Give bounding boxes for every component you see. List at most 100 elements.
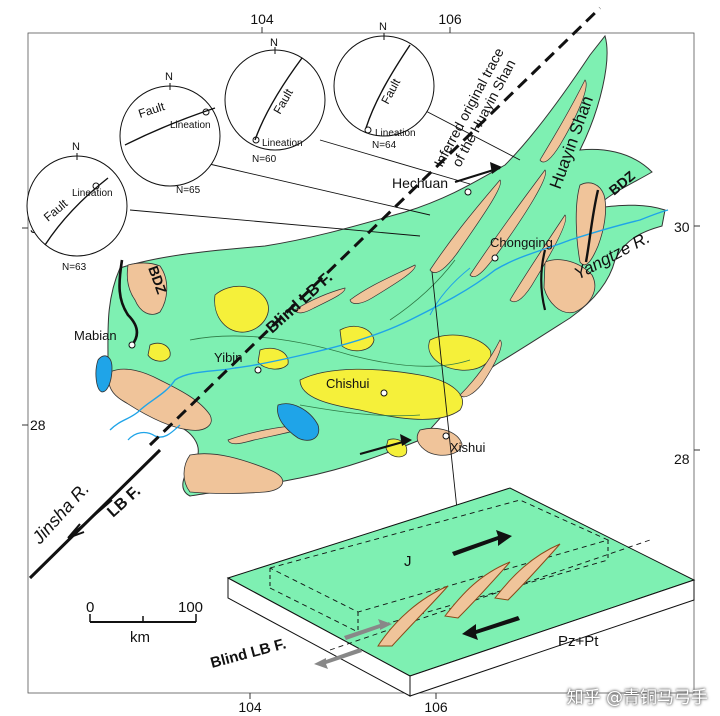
cretaceous-patch-3: [428, 334, 492, 371]
count-label: N=60: [252, 154, 277, 165]
scale-unit-label: km: [130, 629, 150, 646]
leader-net2: [204, 162, 431, 216]
ridge-8: [459, 339, 502, 398]
lat-28-left: 28: [30, 417, 46, 433]
lon-104-bottom: 104: [238, 699, 262, 715]
lineation-points: [252, 136, 260, 144]
block-arrow-left-gray-2: [314, 648, 362, 669]
ridge-2: [469, 169, 546, 277]
blind-lb-fault-dashed: [148, 6, 602, 447]
block-ridge-1: [377, 585, 449, 647]
cretaceous-patch-4: [339, 326, 375, 352]
yangtze-river: [109, 209, 669, 431]
lake-chishui: [277, 403, 320, 441]
fault-plane: [44, 177, 109, 246]
lon-104-top: 104: [250, 11, 274, 27]
older-rocks-bdz-west: [126, 262, 168, 315]
scale-min-label: 0: [86, 599, 94, 616]
watermark: 知乎 @青铜马弓手: [566, 688, 708, 708]
fold-line-1: [189, 335, 471, 367]
block-ridge-2: [444, 561, 511, 619]
lb-fault-label: LB F.: [104, 483, 144, 521]
xishui-marker: [442, 432, 450, 440]
yibin-label: Yibin: [214, 350, 242, 365]
stereonet-3: N Fault Lineation N=60: [224, 37, 326, 165]
block-arrow-bottom: [462, 616, 520, 640]
older-rocks-southeast: [543, 259, 596, 314]
mabian-label: Mabian: [74, 328, 117, 343]
lake-west: [95, 355, 113, 393]
north-label: N: [379, 21, 387, 33]
lat-28-right: 28: [674, 451, 690, 467]
count-label: N=63: [62, 262, 87, 273]
lineation-label: Lineation: [375, 128, 416, 139]
scale-bar: 0 100 km: [86, 599, 203, 646]
chongqing-label: Chongqing: [490, 235, 553, 250]
north-label: N: [270, 37, 278, 49]
geologic-units: [107, 34, 666, 497]
fault-plane: [124, 107, 216, 146]
north-label: N: [72, 141, 80, 153]
block-arrow-top: [452, 530, 512, 556]
yibin-marker: [254, 366, 262, 374]
stereonet-1: N Fault Lineation N=63: [26, 141, 128, 273]
ridge-6: [294, 287, 346, 314]
block-fault-trace: [329, 539, 651, 651]
stereonet-2: N Fault Lineation N=65: [119, 71, 221, 196]
jurassic-basin-unit: [107, 34, 666, 497]
north-label: N: [165, 71, 173, 83]
east-fault: [540, 249, 547, 311]
lineation-label: Lineation: [72, 188, 113, 199]
cretaceous-patch-5: [147, 342, 171, 362]
count-label: N=65: [176, 185, 201, 196]
map-border: [27, 32, 695, 694]
jinsha-river: [127, 424, 181, 441]
jinsha-label: Jinsha R.: [27, 479, 93, 549]
tributary-north: [429, 267, 471, 316]
leader-net3: [319, 139, 471, 185]
mabian-fault: [118, 259, 139, 346]
lon-106-bottom: 106: [424, 699, 448, 715]
fault-plane: [254, 57, 303, 141]
stereonet-4: N Fault Lineation N=64: [333, 21, 435, 151]
hechuan-marker: [464, 188, 472, 196]
hechuan-label: Hechuan: [392, 175, 448, 191]
xishui-label: Xishui: [450, 440, 486, 455]
cretaceous-patch-1: [214, 285, 269, 333]
block-j-label: J: [404, 553, 412, 570]
block-inner-dashed-2: [269, 559, 609, 633]
lineation-label: Lineation: [262, 138, 303, 149]
bdz-east-fault: [584, 189, 600, 263]
lat-30-right: 30: [674, 219, 690, 235]
count-label: N=64: [372, 140, 397, 151]
fault-plane: [365, 44, 411, 129]
lineation-points: [364, 126, 372, 134]
chishui-marker: [380, 389, 388, 397]
ridge-5: [349, 264, 416, 304]
block-ridge-3: [494, 543, 561, 601]
older-rocks-south: [183, 453, 283, 494]
chongqing-marker: [491, 254, 499, 262]
block-diagram: J Pz+Pt Blind LB F.: [209, 487, 696, 697]
block-blind-lb-label: Blind LB F.: [209, 635, 288, 671]
ridge-3: [509, 214, 567, 303]
chishui-label: Chishui: [326, 376, 369, 391]
lineation-label: Lineation: [170, 120, 211, 131]
ridge-4: [539, 79, 587, 163]
scale-max-label: 100: [178, 599, 203, 616]
stereonet-circle: [119, 85, 221, 187]
older-rocks-southwest: [108, 368, 212, 431]
hydrography: [95, 209, 669, 441]
anticline-ridges: [227, 79, 587, 445]
xishui-arrowhead: [400, 434, 412, 446]
lineation-points: [202, 108, 210, 116]
block-arrow-left-gray: [344, 619, 392, 640]
cretaceous-patch-6: [257, 347, 289, 370]
lon-106-top: 106: [438, 11, 462, 27]
fold-line-2: [299, 404, 421, 417]
towns: [128, 188, 499, 440]
mabian-marker: [128, 341, 136, 349]
leader-net4: [419, 107, 521, 161]
hechuan-arrowhead: [490, 162, 502, 174]
